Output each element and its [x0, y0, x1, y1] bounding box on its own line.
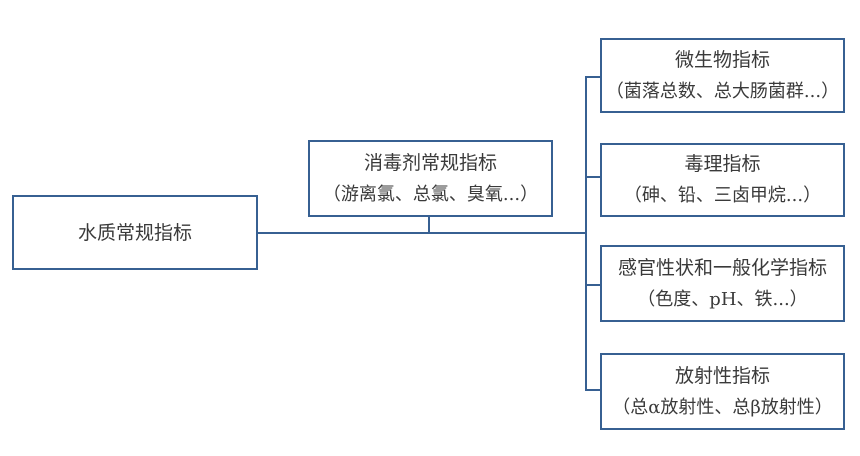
node-microbial-examples: （菌落总数、总大肠菌群...） [605, 80, 840, 102]
node-radioactive-examples: （总α放射性、总β放射性） [612, 396, 833, 418]
node-toxicological-examples: （砷、铅、三卤甲烷...） [623, 185, 822, 206]
connector-stub-sensory-chemical [585, 284, 600, 286]
node-microbial-title: 微生物指标 [674, 48, 770, 71]
node-sensory-chemical-title: 感官性状和一般化学指标 [617, 256, 827, 279]
connector-stub-radioactive [585, 389, 600, 391]
connector-trunk-vertical [585, 76, 587, 391]
connector-root-to-trunk [258, 232, 585, 234]
node-radioactive: 放射性指标 （总α放射性、总β放射性） [600, 353, 845, 430]
connector-stub-microbial [585, 76, 600, 78]
connector-disinfectant-drop [428, 217, 430, 234]
node-disinfectant: 消毒剂常规指标 （游离氯、总氯、臭氧...） [308, 140, 553, 217]
node-disinfectant-examples: （游离氯、总氯、臭氧...） [322, 183, 539, 205]
node-toxicological: 毒理指标 （砷、铅、三卤甲烷...） [600, 143, 845, 217]
node-water-quality: 水质常规指标 [12, 195, 258, 270]
connector-stub-toxicological [585, 176, 600, 178]
node-toxicological-title: 毒理指标 [684, 153, 761, 175]
node-sensory-chemical: 感官性状和一般化学指标 （色度、pH、铁...） [600, 245, 845, 322]
node-radioactive-title: 放射性指标 [674, 364, 770, 387]
node-microbial: 微生物指标 （菌落总数、总大肠菌群...） [600, 38, 845, 113]
node-disinfectant-title: 消毒剂常规指标 [363, 151, 497, 174]
node-water-quality-title: 水质常规指标 [77, 221, 192, 244]
node-sensory-chemical-examples: （色度、pH、铁...） [637, 288, 808, 310]
